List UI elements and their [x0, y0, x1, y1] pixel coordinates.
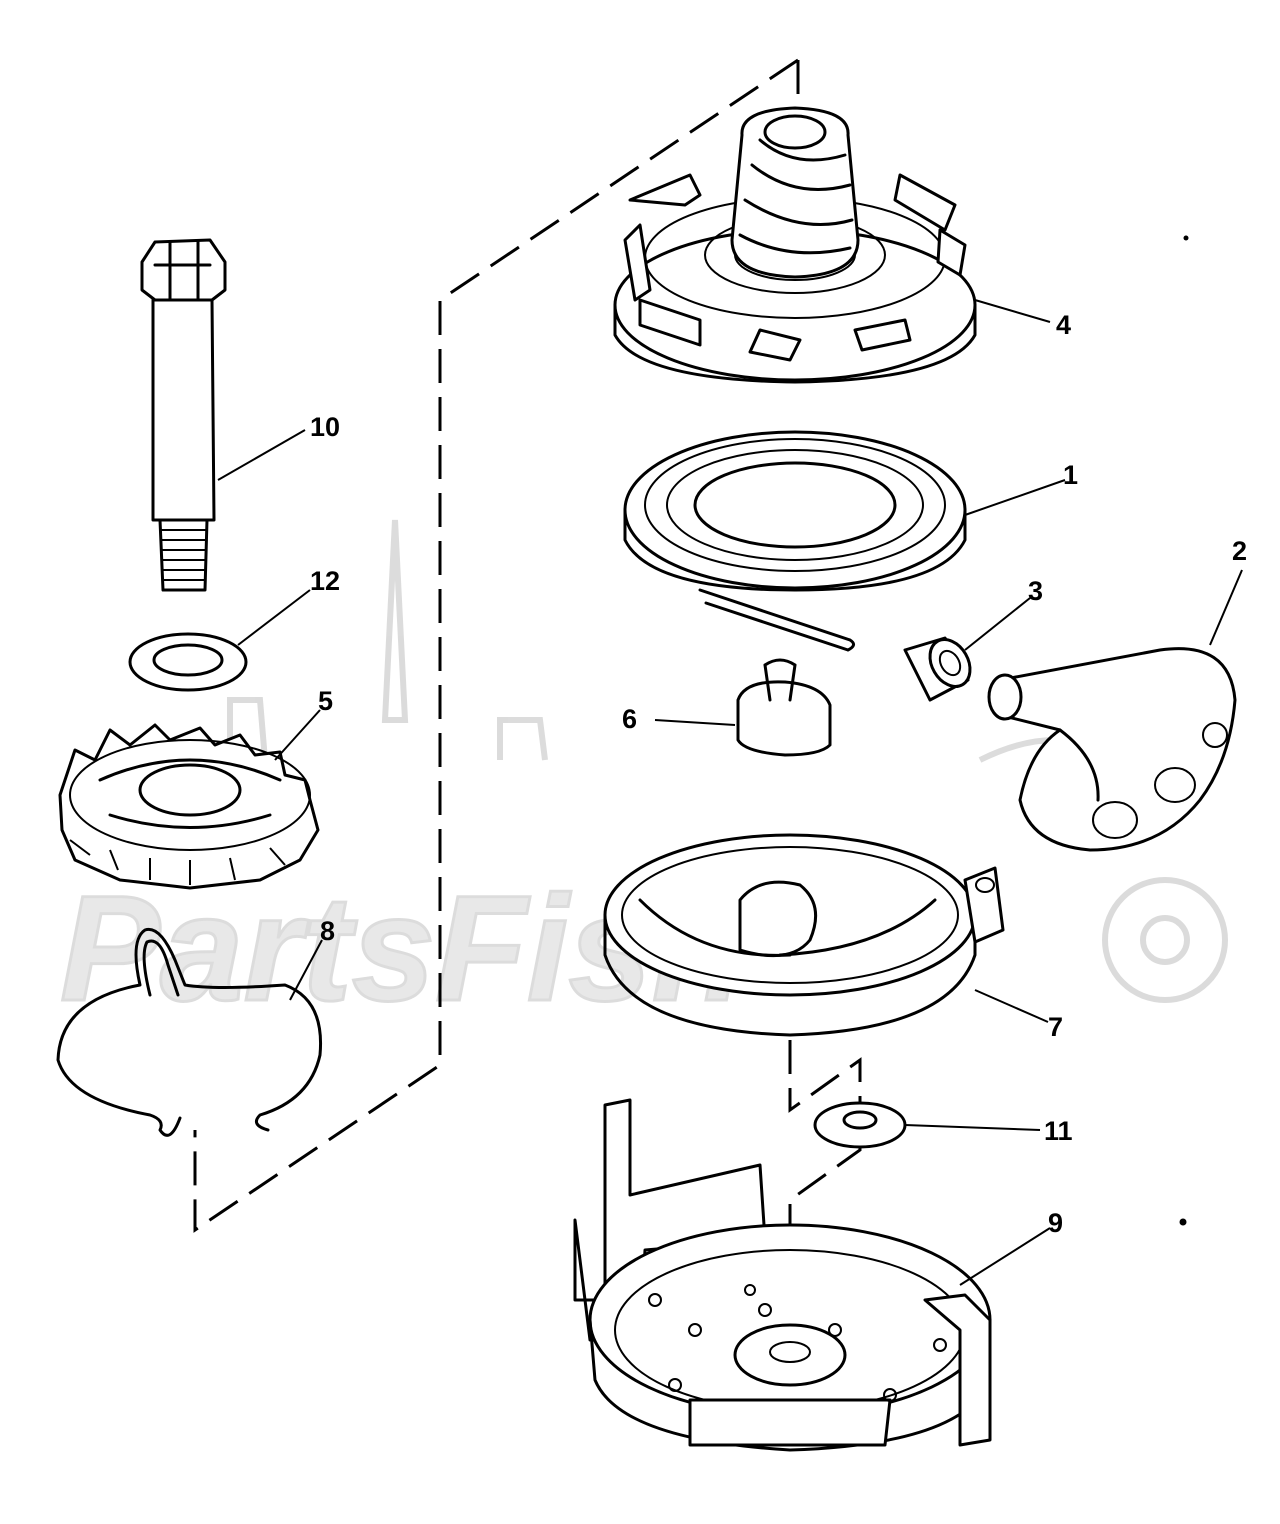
callout-7: 7 [1048, 1012, 1063, 1042]
part-2-starter-handle [987, 647, 1237, 852]
part-4-pulley [613, 106, 977, 384]
part-10-bolt [140, 238, 227, 592]
part-11-washer [813, 1101, 907, 1149]
callout-2: 2 [1232, 536, 1247, 566]
callout-3: 3 [1028, 576, 1043, 606]
callout-5: 5 [318, 686, 333, 716]
part-8-spring-clip [56, 927, 323, 1137]
callout-6: 6 [622, 704, 637, 734]
callout-11: 11 [1044, 1116, 1073, 1146]
part-9-starter-housing [573, 1098, 992, 1452]
callout-4: 4 [1056, 310, 1071, 340]
callout-labels: 4 1 2 3 6 7 11 9 10 12 5 8 [310, 310, 1247, 1238]
callout-10: 10 [310, 412, 340, 442]
part-12-washer [128, 632, 248, 692]
part-5-ratchet [58, 723, 320, 890]
part-3-bushing [903, 636, 972, 702]
callout-9: 9 [1048, 1208, 1063, 1238]
callout-8: 8 [320, 916, 335, 946]
part-6-rope-clip [736, 658, 832, 757]
leader-lines [217, 299, 1243, 1286]
callout-12: 12 [310, 566, 340, 596]
callout-1: 1 [1063, 460, 1078, 490]
part-7-recoil-spring [603, 833, 1005, 1037]
part-1-starter-rope [623, 430, 967, 652]
print-specks [1179, 235, 1189, 1226]
